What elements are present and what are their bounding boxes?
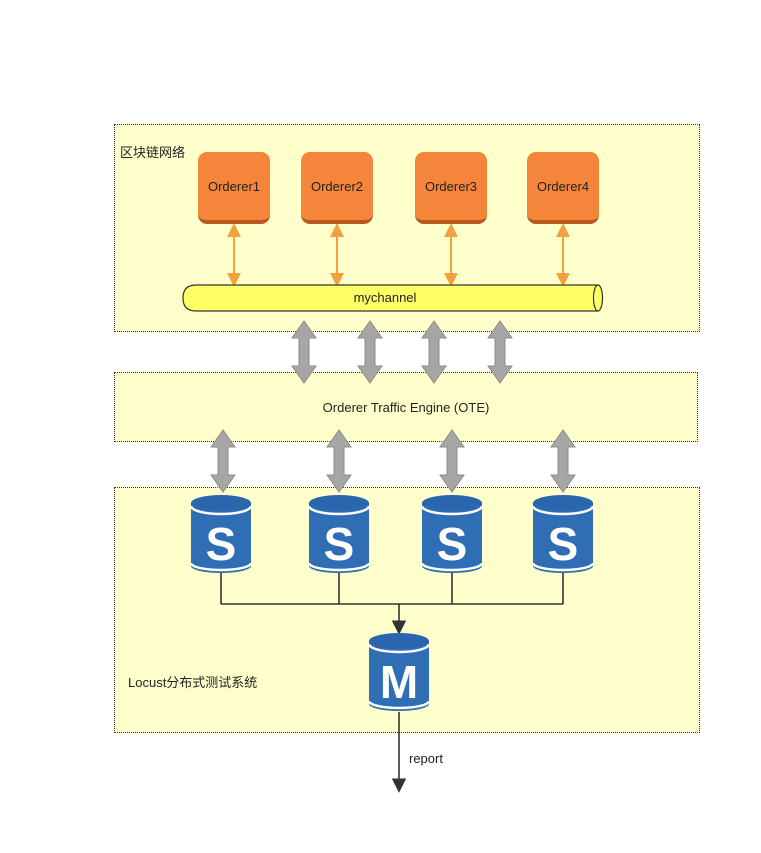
blockchain-network-label: 区块链网络 [120,145,186,160]
slave-node: S [189,495,253,573]
channel-ote-arrow [487,320,513,384]
orderer-label: Orderer3 [424,178,478,194]
report-label: report [409,751,443,766]
orderer-label: Orderer2 [310,178,364,194]
slave-master-connector [220,572,564,635]
channel-ote-arrow [357,320,383,384]
slave-node: S [307,495,371,573]
master-letter: M [380,656,418,708]
slave-letter: S [324,518,355,570]
orderer-node: Orderer3 [415,152,487,224]
locust-label: Locust分布式测试系统 [128,675,258,690]
orderer-label: Orderer1 [207,178,261,194]
orderer-node: Orderer4 [527,152,599,224]
slave-node: S [420,495,484,573]
slave-node: S [531,495,595,573]
channel-ote-arrow [291,320,317,384]
orderer-node: Orderer1 [198,152,270,224]
orderer-label: Orderer4 [536,178,590,194]
channel-label: mychannel [354,290,417,305]
ote-slave-arrow [439,429,465,493]
slave-letter: S [437,518,468,570]
slave-letter: S [548,518,579,570]
ote-slave-arrow [210,429,236,493]
channel-pipe: mychannel [182,284,604,312]
orderer-node: Orderer2 [301,152,373,224]
slave-letter: S [206,518,237,570]
ote-slave-arrow [550,429,576,493]
master-node: M [367,633,431,711]
channel-ote-arrow [421,320,447,384]
ote-slave-arrow [326,429,352,493]
ote-zone: Orderer Traffic Engine (OTE) [114,372,698,442]
ote-label: Orderer Traffic Engine (OTE) [322,400,490,415]
